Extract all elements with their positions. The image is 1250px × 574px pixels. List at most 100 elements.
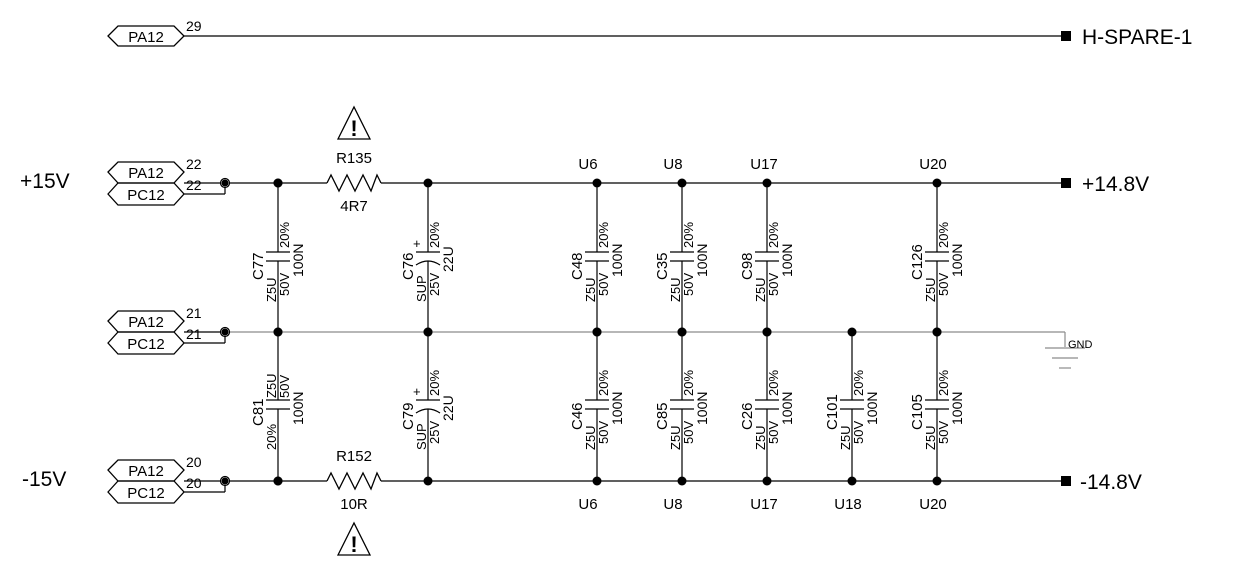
cap-dielectric: SUP bbox=[414, 275, 429, 302]
cap-polarity-mark: + bbox=[413, 384, 421, 399]
cap-value: 100N bbox=[290, 244, 306, 277]
cap-ref: C35 bbox=[654, 252, 671, 280]
cap-voltage: 50V bbox=[596, 273, 611, 296]
cap-tolerance: 20% bbox=[766, 370, 781, 396]
plus-rail-output: +14.8V bbox=[1061, 173, 1149, 196]
junction-dots bbox=[219, 177, 942, 487]
cap-tolerance: 20% bbox=[681, 222, 696, 248]
cap-ref: C105 bbox=[909, 394, 926, 430]
warning-triangle-icon: ! bbox=[336, 105, 372, 141]
cap-dielectric: Z5U bbox=[753, 277, 768, 302]
minus-rail-output: -14.8V bbox=[1061, 471, 1142, 494]
rail-wires bbox=[184, 182, 1066, 493]
plus-port-2: PC12 bbox=[127, 187, 165, 204]
spare-net-label: H-SPARE-1 bbox=[1082, 26, 1192, 49]
unit-label-bottom: U17 bbox=[750, 496, 778, 513]
cap-value: 100N bbox=[864, 392, 880, 425]
gnd-rail-connector: PA12 PC12 21 21 bbox=[107, 305, 202, 355]
plus-rail-connector: +15V PA12 PC12 22 22 bbox=[20, 156, 202, 206]
cap-tolerance: 20% bbox=[277, 222, 292, 248]
cap-ref: C76 bbox=[400, 252, 417, 280]
svg-text:!: ! bbox=[350, 532, 357, 557]
cap-tolerance: 20% bbox=[264, 424, 279, 450]
resistor-r152: R152 10R bbox=[326, 448, 382, 513]
cap-tolerance: 20% bbox=[936, 222, 951, 248]
cap-value: 100N bbox=[694, 392, 710, 425]
r135-ref: R135 bbox=[336, 150, 372, 167]
cap-dielectric: Z5U bbox=[583, 425, 598, 450]
minus-rail-input-label: -15V bbox=[22, 468, 66, 491]
unit-label-bottom: U18 bbox=[834, 496, 862, 513]
spare-port-label: PA12 bbox=[128, 29, 164, 46]
warning-triangle-icon: ! bbox=[336, 521, 372, 557]
cap-tolerance: 20% bbox=[681, 370, 696, 396]
cap-dielectric: SUP bbox=[414, 423, 429, 450]
plus-pin-2: 22 bbox=[186, 177, 202, 193]
cap-dielectric: Z5U bbox=[264, 277, 279, 302]
unit-label-bottom: U6 bbox=[578, 496, 597, 513]
cap-dielectric: Z5U bbox=[753, 425, 768, 450]
cap-value: 100N bbox=[609, 244, 625, 277]
cap-ref: C81 bbox=[250, 398, 267, 426]
minus-port-2: PC12 bbox=[127, 485, 165, 502]
cap-value: 100N bbox=[694, 244, 710, 277]
gnd-pin-1: 21 bbox=[186, 305, 202, 321]
cap-ref: C98 bbox=[739, 252, 756, 280]
spare-net: PA12 29 H-SPARE-1 bbox=[107, 18, 1192, 49]
cap-voltage: 25V bbox=[427, 421, 442, 444]
ground-symbol: GND bbox=[1045, 339, 1093, 369]
cap-ref: C101 bbox=[824, 394, 841, 430]
cap-tolerance: 20% bbox=[596, 370, 611, 396]
unit-label-bottom: U8 bbox=[663, 496, 682, 513]
gnd-port-1: PA12 bbox=[128, 314, 164, 331]
cap-dielectric: Z5U bbox=[923, 277, 938, 302]
cap-value: 100N bbox=[779, 392, 795, 425]
cap-dielectric: Z5U bbox=[838, 425, 853, 450]
cap-voltage: 50V bbox=[681, 273, 696, 296]
unit-label-top: U8 bbox=[663, 156, 682, 173]
cap-tolerance: 20% bbox=[766, 222, 781, 248]
cap-voltage: 25V bbox=[427, 273, 442, 296]
gnd-pin-2: 21 bbox=[186, 326, 202, 342]
cap-tolerance: 20% bbox=[427, 222, 442, 248]
cap-tolerance: 20% bbox=[851, 370, 866, 396]
unit-label-top: U6 bbox=[578, 156, 597, 173]
cap-voltage: 50V bbox=[851, 421, 866, 444]
r135-value: 4R7 bbox=[340, 198, 368, 215]
resistor-r135: R135 4R7 bbox=[326, 150, 382, 215]
plus-rail-output-label: +14.8V bbox=[1082, 173, 1149, 196]
cap-voltage: 50V bbox=[936, 421, 951, 444]
cap-value: 22U bbox=[440, 395, 456, 421]
minus-rail-output-label: -14.8V bbox=[1080, 471, 1142, 494]
cap-value: 100N bbox=[609, 392, 625, 425]
cap-ref: C77 bbox=[250, 252, 267, 280]
cap-ref: C46 bbox=[569, 402, 586, 430]
r152-value: 10R bbox=[340, 496, 368, 513]
r152-ref: R152 bbox=[336, 448, 372, 465]
plus-rail-input-label: +15V bbox=[20, 170, 70, 193]
cap-value: 100N bbox=[290, 392, 306, 425]
gnd-net-label: GND bbox=[1068, 339, 1093, 351]
cap-tolerance: 20% bbox=[596, 222, 611, 248]
cap-ref: C85 bbox=[654, 402, 671, 430]
cap-ref: C79 bbox=[400, 402, 417, 430]
svg-text:!: ! bbox=[350, 116, 357, 141]
cap-value: 22U bbox=[440, 246, 456, 272]
unit-label-bottom: U20 bbox=[919, 496, 947, 513]
cap-voltage: 50V bbox=[277, 273, 292, 296]
minus-port-1: PA12 bbox=[128, 463, 164, 480]
cap-dielectric: Z5U bbox=[668, 277, 683, 302]
cap-ref: C48 bbox=[569, 252, 586, 280]
cap-voltage: 50V bbox=[596, 421, 611, 444]
